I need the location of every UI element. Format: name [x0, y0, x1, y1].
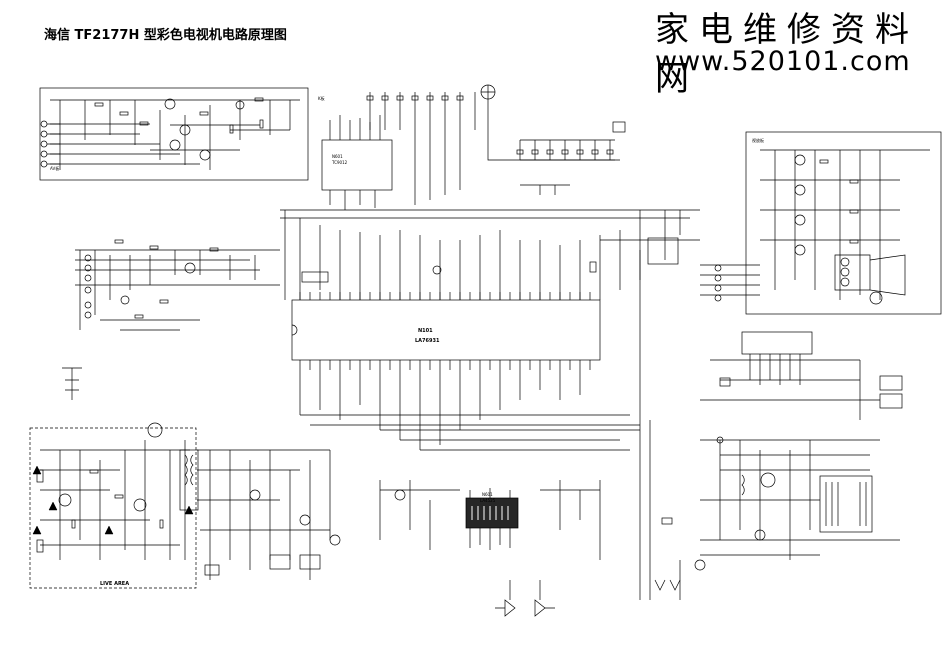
power-supply-section — [36, 422, 199, 560]
top-key-switches — [366, 92, 476, 130]
schematic-title: 海信 TF2177H 型彩色电视机电路原理图 — [44, 28, 287, 43]
av-resistors — [94, 97, 264, 134]
crt-board-frame — [745, 131, 942, 315]
av-board-frame — [39, 87, 309, 181]
audio-ic-part: LA4525 — [480, 498, 496, 503]
av-board-label: AV板 — [50, 165, 59, 171]
key-board-label: K板 — [318, 95, 325, 101]
crt-board-circuit — [760, 149, 930, 305]
crt-board-label: 视放板 — [752, 137, 764, 143]
tuner-part: TC9012 — [331, 160, 348, 165]
main-ic-ref: N101 — [418, 328, 433, 334]
av-transistors — [164, 98, 245, 161]
main-ic-part: LA76931 — [415, 338, 440, 344]
av-input-jacks — [40, 120, 48, 168]
front-panel-buttons — [516, 139, 615, 195]
watermark-url: www.520101.com — [655, 46, 911, 77]
warning-triangles — [32, 465, 194, 535]
live-area-frame — [29, 427, 197, 589]
horizontal-output-section — [700, 436, 880, 560]
tuner-ref: N601 — [332, 154, 343, 159]
watermark-chinese: 家电维修资料网 — [655, 10, 919, 99]
video-input-section — [75, 239, 280, 331]
audio-ic-ref: N601 — [482, 492, 493, 497]
vertical-output-ic — [741, 331, 813, 355]
main-ic-body — [291, 299, 601, 361]
live-area-label: LIVE AREA — [100, 581, 129, 587]
tuner-block — [321, 139, 393, 191]
